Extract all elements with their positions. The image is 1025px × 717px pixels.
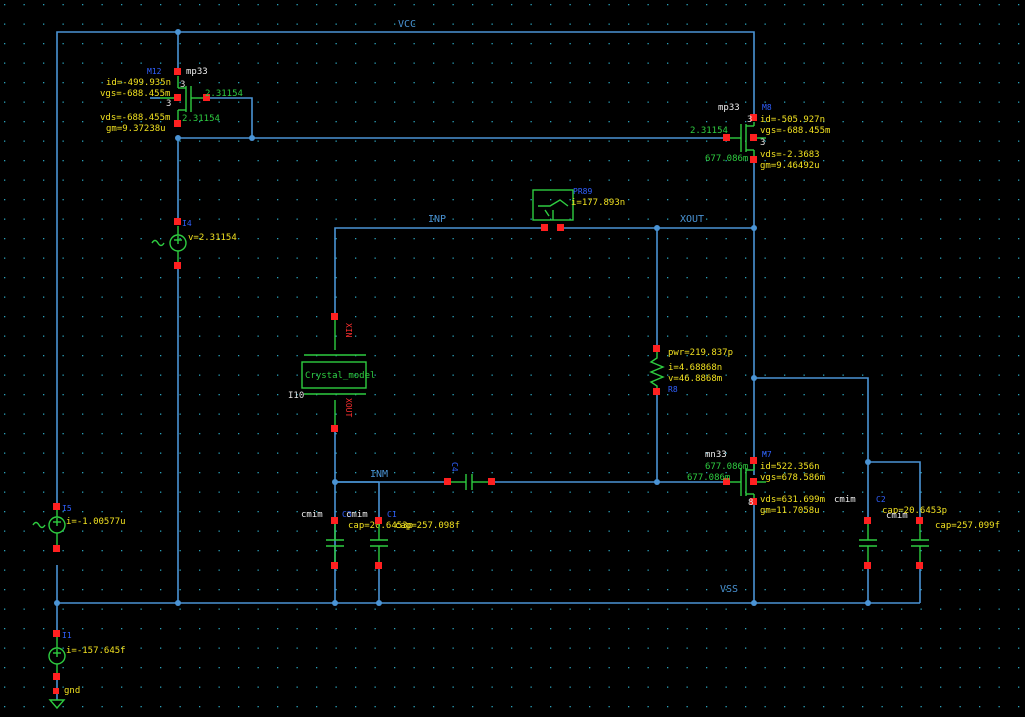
inst-label: C3 xyxy=(342,510,352,519)
inst-label: I1 xyxy=(62,631,72,640)
inst-label: C4 xyxy=(450,462,459,472)
crystal-label: Crystal_model xyxy=(305,371,375,381)
wire-vcc[interactable] xyxy=(56,31,755,506)
annot-vgs: vgs=-688.455m xyxy=(100,89,170,99)
annot-gm: gm=9.46492u xyxy=(760,161,820,171)
annot-id: id=522.356n xyxy=(760,462,820,472)
capacitor-series[interactable]: C4 xyxy=(444,462,495,490)
current-source-gnd[interactable]: I1 i=-157.645f gnd xyxy=(48,630,126,710)
annot-current: i=-157.645f xyxy=(66,646,126,656)
pin-label-xin: XIN xyxy=(344,323,353,338)
annot-voltage: v=2.31154 xyxy=(188,233,237,243)
node-voltage: 677.086m xyxy=(687,473,730,483)
net-label-inm: INM xyxy=(370,469,388,480)
current-probe[interactable]: PR89 i=177.893n xyxy=(532,187,625,231)
capacitor-cmim-c1[interactable]: cmim C1 cap=257.098f xyxy=(346,510,460,569)
node-voltage: 677.086m xyxy=(705,462,748,472)
node-voltage: 2.31154 xyxy=(205,89,243,99)
pin-number: 3 xyxy=(180,80,185,90)
crystal-model[interactable]: Crystal_model I10 XIN XOUT xyxy=(288,313,375,432)
node-voltage: 2.31154 xyxy=(182,114,220,124)
net-label-vss: VSS xyxy=(720,584,738,595)
junctions xyxy=(54,29,871,606)
capacitor-cmim-c3[interactable]: cmim C3 cap=20.6453p xyxy=(301,510,413,569)
cell-label: cmim xyxy=(301,510,323,520)
inst-label: M12 xyxy=(147,67,162,76)
pin-number: 3 xyxy=(747,115,752,125)
voltage-source-mid[interactable]: I4 v=2.31154 xyxy=(151,218,237,269)
annot-vds: vds=631.699m xyxy=(760,495,825,505)
wire-inp[interactable] xyxy=(334,227,545,315)
annot-id: id=-505.927n xyxy=(760,115,825,125)
annot-cap: cap=20.6453p xyxy=(882,506,947,516)
pin-number: 8 xyxy=(748,498,753,508)
inst-label: PR89 xyxy=(573,187,592,196)
inst-label: M7 xyxy=(762,450,772,459)
inst-label: M8 xyxy=(762,103,772,112)
annot-gm: gm=9.37238u xyxy=(106,124,166,134)
inst-label: I10 xyxy=(288,391,304,401)
pin-label-xout: XOUT xyxy=(344,398,353,417)
cell-label: mn33 xyxy=(705,450,727,460)
nmos-bottom-right[interactable]: mn33 M7 id=522.356n vgs=678.586m vds=631… xyxy=(687,450,825,516)
pin-number: 3 xyxy=(760,138,765,148)
gnd-label: gnd xyxy=(64,686,80,696)
annot-gm: gm=11.7058u xyxy=(760,506,820,516)
cell-label: cmim xyxy=(346,510,368,520)
cell-label: cmim xyxy=(834,495,856,505)
ground-icon xyxy=(48,699,66,710)
capacitor-cmim-right[interactable]: cmim cap=257.099f xyxy=(886,511,1000,569)
cell-label: mp33 xyxy=(186,67,208,77)
annot-id: id=-499.935n xyxy=(106,78,171,88)
annot-vds: vds=-688.455m xyxy=(100,113,170,123)
pin-number: 3 xyxy=(166,99,171,109)
annot-power: pwr=219.837p xyxy=(668,348,733,358)
annot-cap: cap=257.098f xyxy=(395,521,460,531)
annot-current: i=-1.00577u xyxy=(66,517,126,527)
net-label-xout: XOUT xyxy=(680,214,704,225)
annot-current: i=4.68868n xyxy=(668,363,722,373)
inst-label: R8 xyxy=(668,385,678,394)
inst-label: C2 xyxy=(876,495,886,504)
pmos-top-right[interactable]: mp33 M8 3 3 id=-505.927n vgs=-688.455m v… xyxy=(690,103,830,171)
annot-vgs: vgs=-688.455m xyxy=(760,126,830,136)
annot-vgs: vgs=678.586m xyxy=(760,473,825,483)
annot-cap: cap=257.099f xyxy=(935,521,1000,531)
inst-label: I4 xyxy=(182,219,192,228)
net-label-vcc: VCC xyxy=(398,19,416,30)
node-voltage: 2.31154 xyxy=(690,126,728,136)
inst-label: I5 xyxy=(62,504,72,513)
annot-vds: vds=-2.3683 xyxy=(760,150,820,160)
annot-voltage: v=46.8868m xyxy=(668,374,722,384)
pmos-top-left[interactable]: M12 mp33 3 3 id=-499.935n vgs=-688.455m … xyxy=(100,67,243,134)
inst-label: C1 xyxy=(387,510,397,519)
annot-cap: cap=20.6453p xyxy=(348,521,413,531)
node-voltage: 677.086m xyxy=(705,154,748,164)
cell-label: cmim xyxy=(886,511,908,521)
net-label-inp: INP xyxy=(428,214,446,225)
cell-label: mp33 xyxy=(718,103,740,113)
resistor[interactable]: pwr=219.837p i=4.68868n v=46.8868m R8 xyxy=(649,345,733,395)
capacitor-cmim-c2[interactable]: cmim C2 cap=20.6453p xyxy=(834,495,947,569)
annot-current: i=177.893n xyxy=(571,198,625,208)
current-source-left[interactable]: I5 i=-1.00577u xyxy=(32,503,126,552)
